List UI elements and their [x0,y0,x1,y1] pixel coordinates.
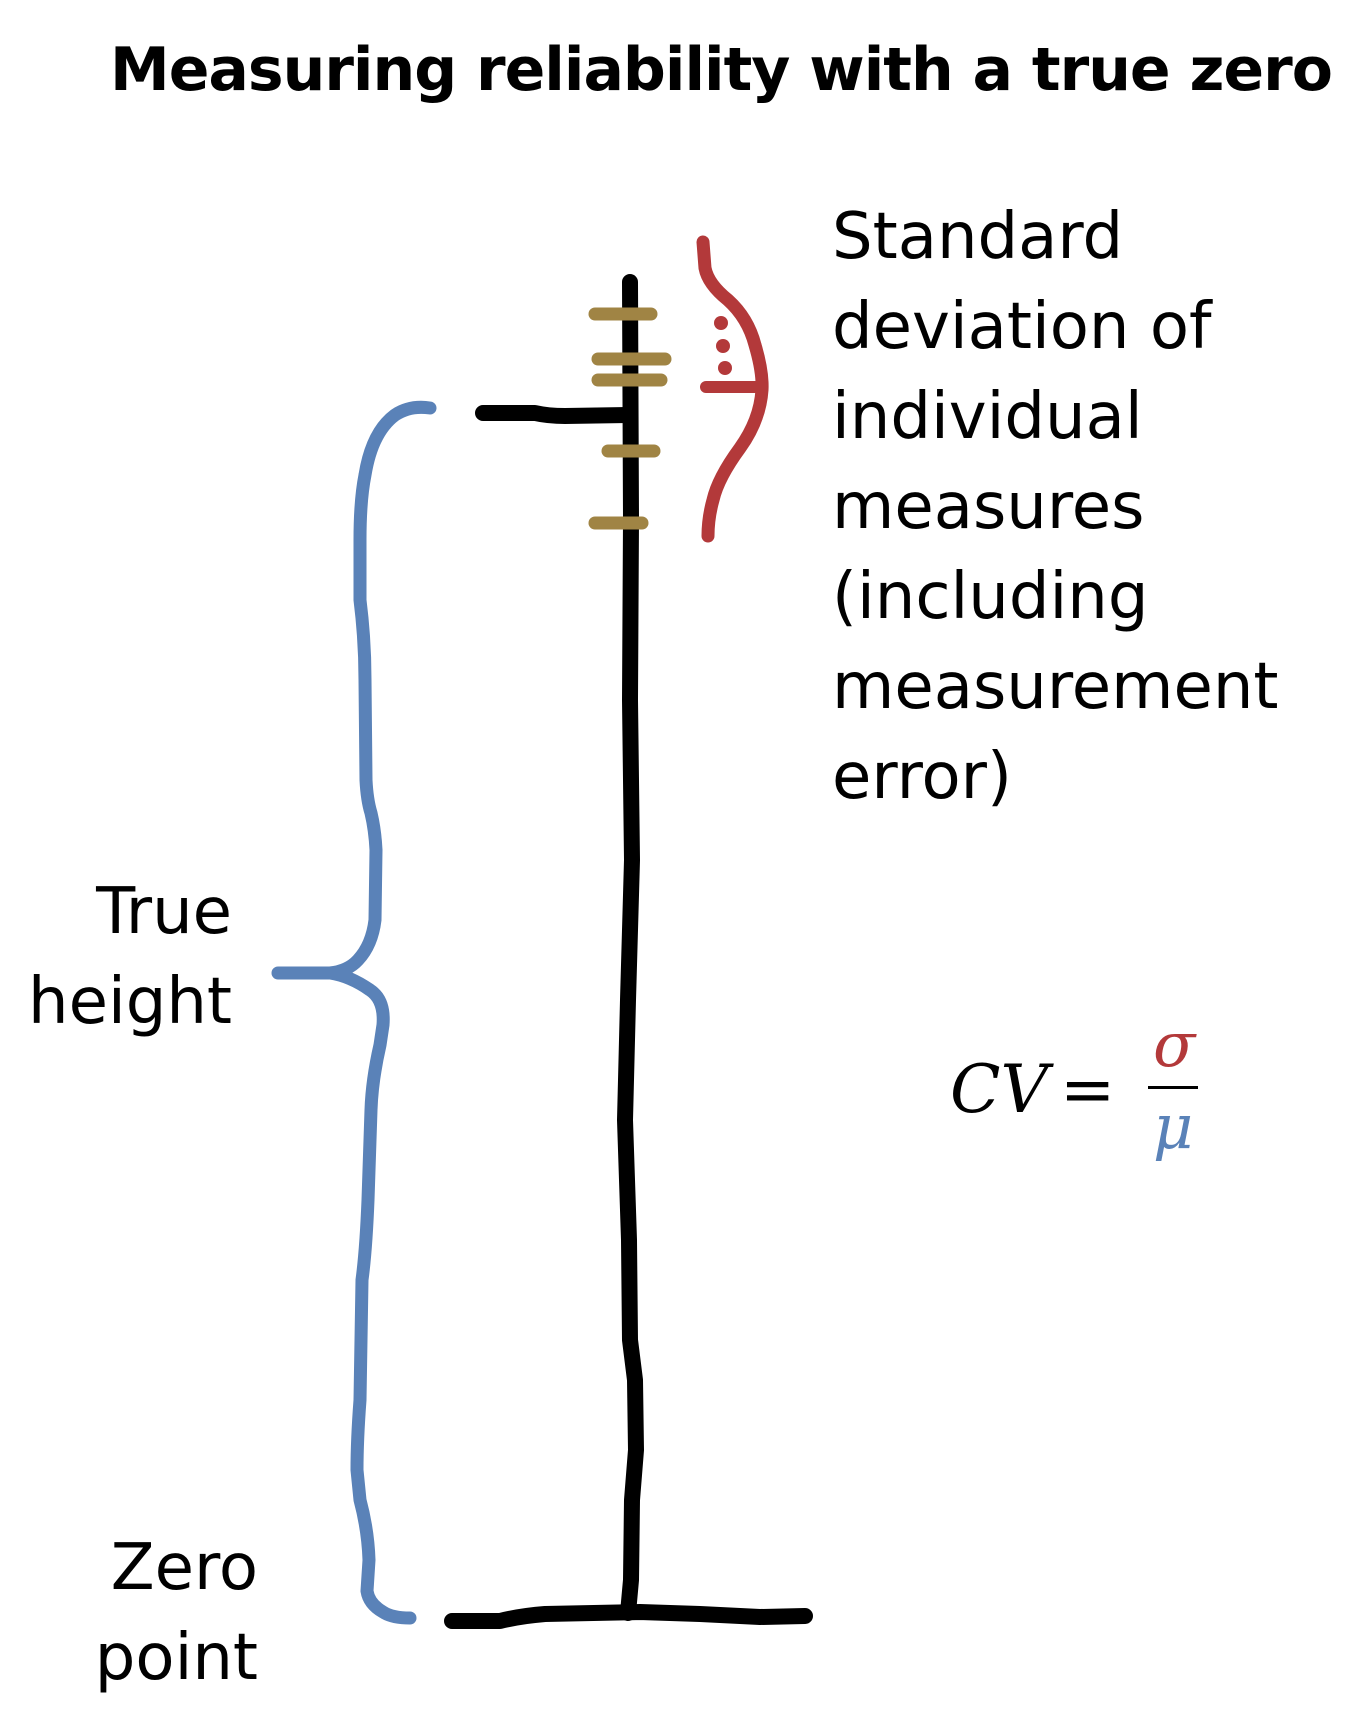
true-height-label-line: height [28,965,232,1039]
sd-label-line: Standard [832,200,1124,274]
sd-curve [696,235,769,543]
sd-label-line: measurement [832,650,1279,724]
sd-dot [714,316,728,330]
zero-point-label-line: Zero [110,1531,258,1605]
diagram-title: Measuring reliability with a true zero [110,35,1333,105]
zero-point-label-line: point [94,1621,258,1695]
sd-label-line: deviation of [832,290,1212,364]
sd-label-line: individual [832,380,1143,454]
true-height-label-line: True [96,875,232,949]
individual-measures [588,307,672,530]
formula-equals: = [1060,1051,1116,1128]
formula-lhs: CV [950,1051,1049,1128]
zero-baseline [444,1604,813,1629]
sd-dot [718,361,732,375]
sd-label-line: (including [832,560,1149,634]
sd-label-line: error) [832,740,1012,814]
sd-label-line: measures [832,470,1145,544]
fraction-bar [1148,1086,1198,1089]
formula-denominator-mu: μ [1153,1090,1194,1163]
sd-dot [716,339,730,353]
true-height-label: True height [0,867,232,1047]
true-height-marker [475,405,636,424]
formula-numerator-sigma: σ [1153,1008,1196,1081]
true-height-brace [271,400,437,1625]
measuring-pole [617,274,644,1621]
sd-label: Standard deviation of individual measure… [832,192,1279,822]
zero-point-label: Zero point [0,1523,258,1703]
cv-formula: CV = σ μ [950,1010,1220,1190]
